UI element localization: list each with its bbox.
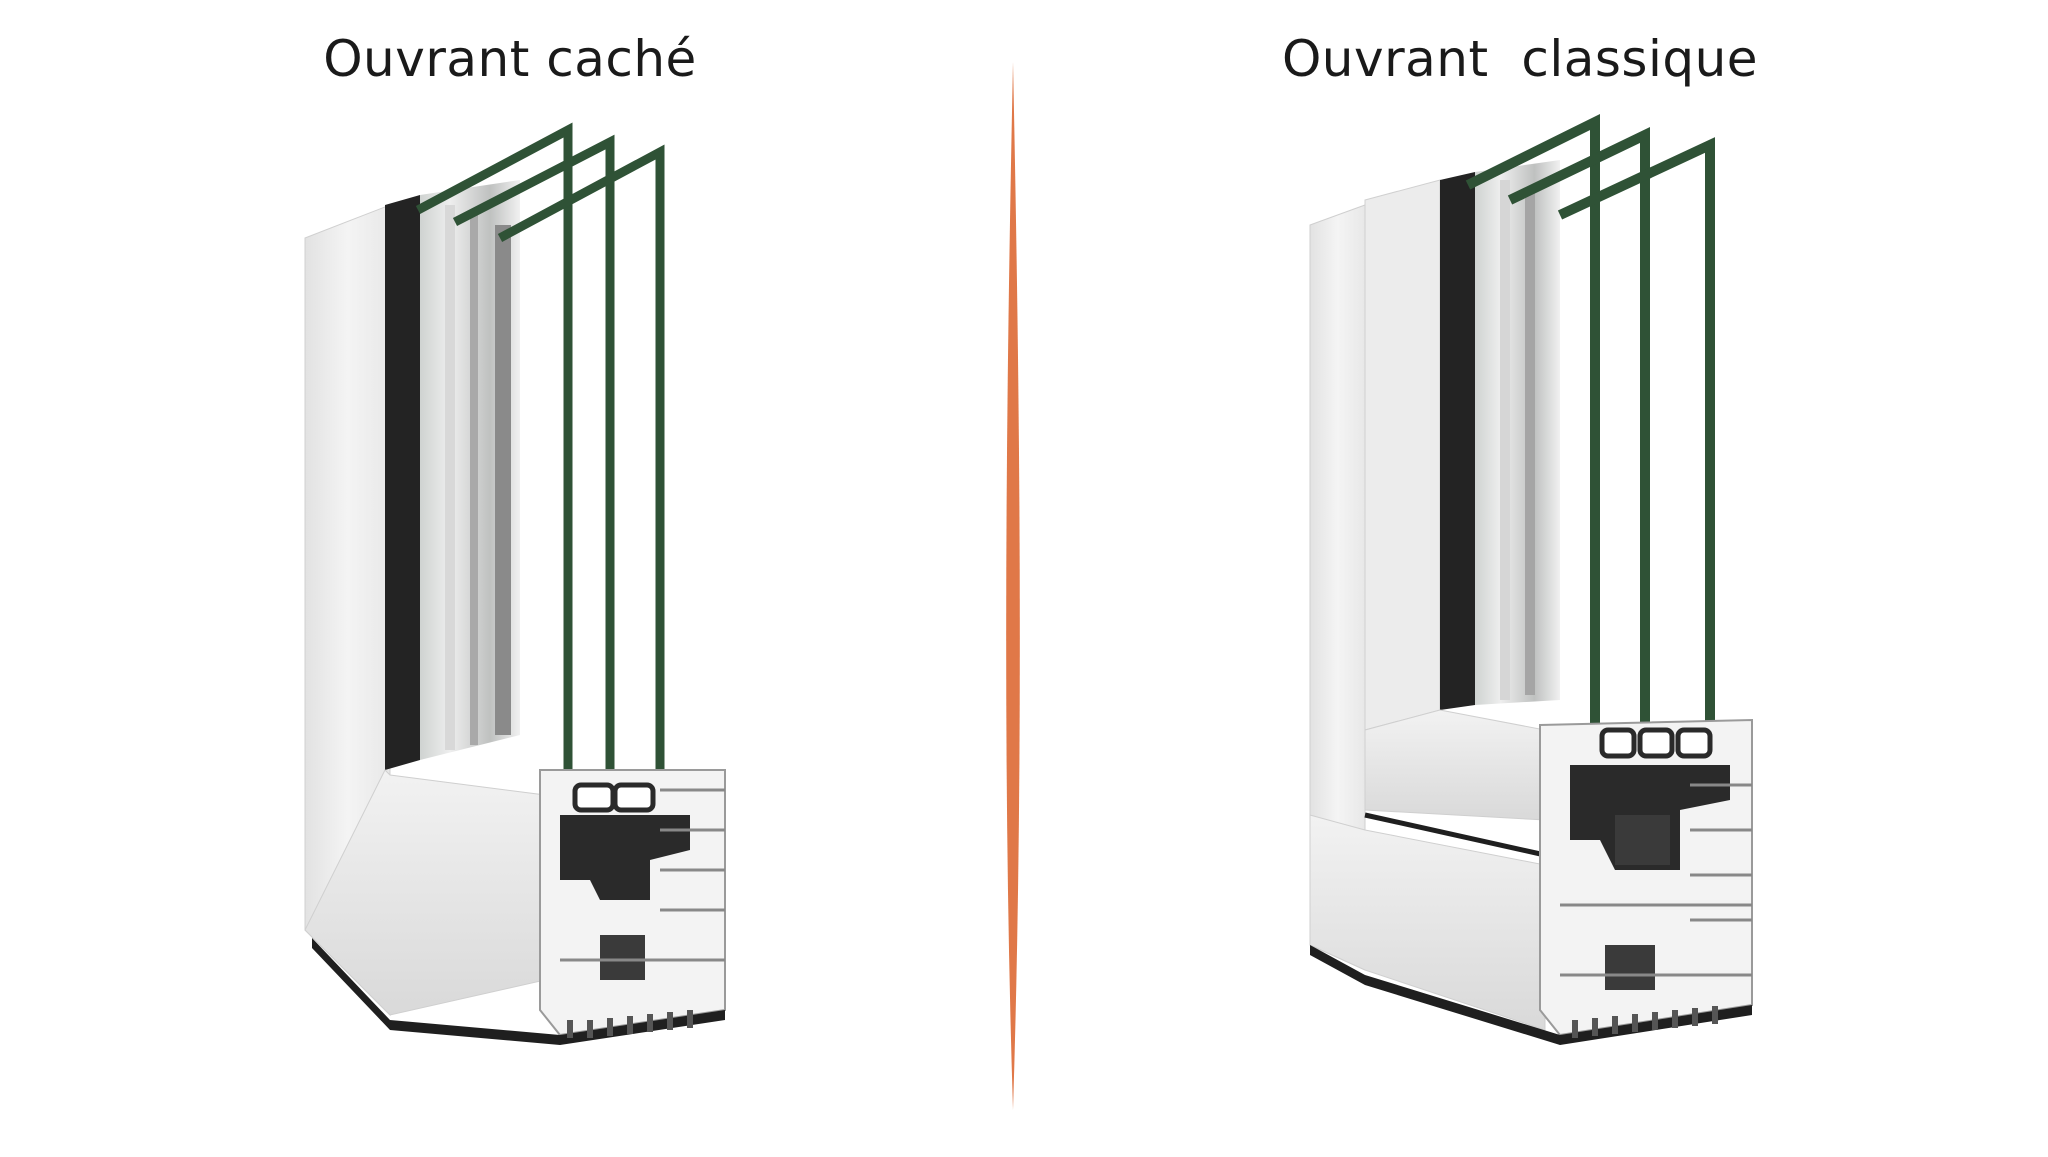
left-pane-1 — [415, 122, 573, 790]
left-pane-3 — [497, 144, 665, 810]
right-gasket-2 — [1637, 727, 1675, 759]
right-sash-side — [1364, 179, 1441, 731]
right-insulation-block-1 — [1615, 815, 1670, 865]
left-pane-2 — [452, 134, 615, 800]
left-title: Ouvrant caché — [323, 30, 697, 88]
left-base-teeth — [567, 1010, 693, 1038]
left-glass-bar-3 — [495, 225, 511, 735]
right-glass-bar-2 — [1525, 190, 1535, 695]
left-glass-bar-2 — [470, 215, 478, 745]
right-sash-bottom — [1364, 709, 1546, 821]
right-gasket-3 — [1675, 727, 1713, 759]
left-glass-bar-1 — [445, 205, 455, 750]
right-insulation-block-2 — [1605, 945, 1655, 990]
right-pane-2 — [1507, 127, 1650, 765]
right-sash-band — [1440, 172, 1475, 710]
hidden-sash-window-profile-icon — [304, 122, 726, 1045]
right-glass-bar-1 — [1500, 180, 1510, 700]
right-base-strip — [1310, 945, 1752, 1045]
left-insulation-block — [600, 935, 645, 980]
left-sash-band — [385, 195, 420, 770]
left-profile-dark-core — [560, 815, 690, 900]
left-gasket-2 — [612, 782, 656, 813]
right-pane-3 — [1557, 137, 1715, 770]
right-profile-chambers — [1560, 783, 1752, 977]
left-profile-chambers — [560, 788, 725, 962]
orange-divider — [1006, 62, 1020, 1110]
classic-sash-window-profile-icon — [1309, 113, 1753, 1045]
right-title: Ouvrant classique — [1281, 30, 1759, 88]
left-gasket-1 — [572, 782, 616, 813]
right-glass-area — [1475, 160, 1560, 705]
right-base-teeth — [1572, 1006, 1718, 1038]
right-sash-gap-line — [1364, 812, 1546, 858]
right-gasket-1 — [1599, 727, 1637, 759]
right-pane-1 — [1465, 113, 1600, 760]
